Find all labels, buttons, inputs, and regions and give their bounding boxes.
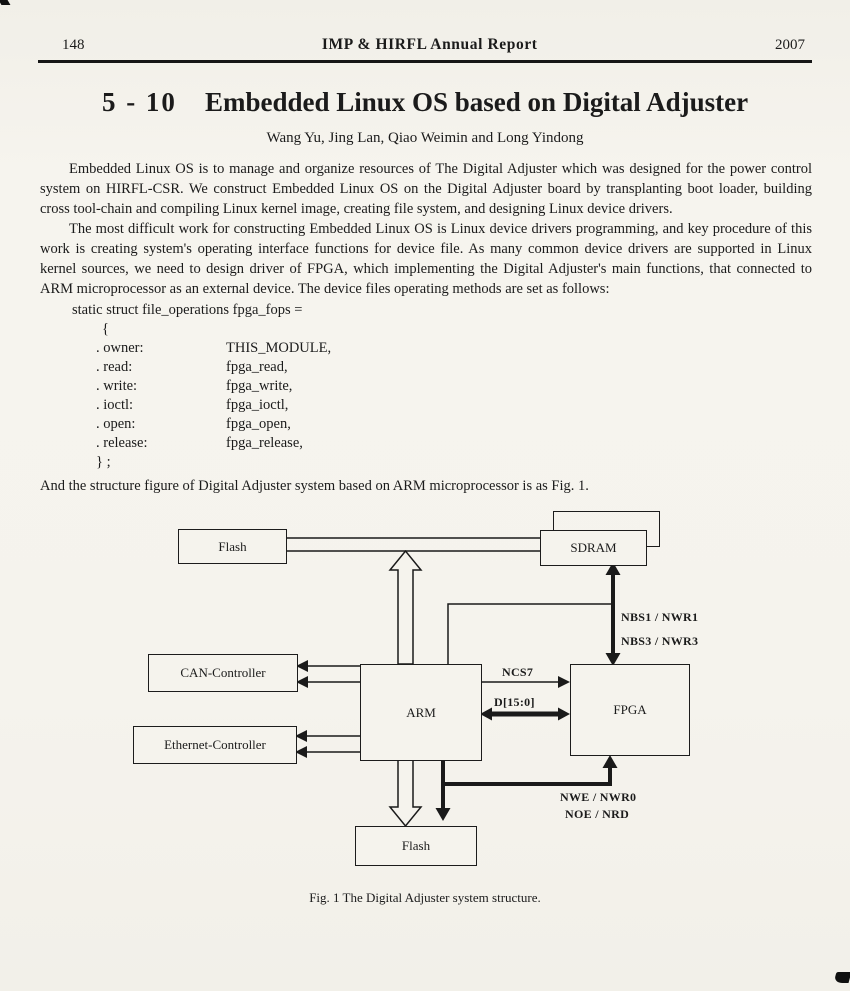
code-field: . open: (96, 416, 136, 432)
figure-caption: Fig. 1 The Digital Adjuster system struc… (309, 890, 541, 905)
authors-line: Wang Yu, Jing Lan, Qiao Weimin and Long … (266, 130, 584, 146)
signal-label-nwe-nwr0: NWE / NWR0 (560, 790, 637, 804)
arm-memory-arrow (388, 549, 423, 665)
can-controller-box: CAN-Controller (148, 654, 298, 692)
signal-label-nbs1-nwr1: NBS1 / NWR1 (621, 610, 699, 624)
code-value: fpga_ioctl, (226, 397, 289, 413)
memory-bus-lines (285, 537, 540, 552)
code-value: fpga_read, (226, 359, 288, 375)
arm-box: ARM (360, 664, 482, 761)
code-entry: . write: fpga_write, (96, 377, 812, 396)
diagram-connections (285, 537, 621, 828)
sdram-fpga-bus (605, 562, 621, 666)
page-header: 148 IMP & HIRFL Annual Report 2007 (0, 0, 850, 54)
write-read-bus (435, 755, 618, 821)
signal-label-noe-nrd: NOE / NRD (565, 807, 630, 821)
code-entry: . release: fpga_release, (96, 434, 812, 453)
sdram-box: SDRAM (540, 530, 647, 566)
code-entry: . owner: THIS_MODULE, (96, 339, 812, 358)
code-field: . write: (96, 378, 138, 394)
code-field: . ioctl: (96, 397, 134, 413)
scan-artifact (833, 972, 850, 983)
ncs7-line (480, 676, 570, 688)
page-number: 148 (62, 37, 85, 53)
paragraph-2: The most difficult work for constructing… (40, 221, 812, 297)
paragraph-after-code: And the structure figure of Digital Adju… (40, 478, 589, 494)
code-value: fpga_write, (226, 378, 293, 394)
code-entry: . open: fpga_open, (96, 415, 812, 434)
ethernet-arrows (295, 730, 360, 758)
code-field: . owner: (96, 340, 144, 356)
code-value: fpga_open, (226, 416, 291, 432)
data-bus-arrow (480, 707, 570, 721)
year: 2007 (774, 37, 805, 53)
journal-title: IMP & HIRFL Annual Report (321, 36, 538, 53)
arm-bus-link (447, 603, 613, 664)
flash-top-box: Flash (178, 529, 287, 564)
code-value: THIS_MODULE, (226, 340, 332, 356)
signal-label-ncs7: NCS7 (502, 665, 534, 679)
ethernet-controller-box: Ethernet-Controller (133, 726, 297, 764)
article-title: 5 - 10 Embedded Linux OS based on Digital… (0, 87, 850, 118)
flash-bottom-box: Flash (355, 826, 477, 866)
code-entry: . ioctl: fpga_ioctl, (96, 396, 812, 415)
header-rule (38, 60, 812, 63)
code-value: fpga_release, (226, 435, 303, 451)
code-declaration: static struct file_operations fpga_fops … (72, 302, 303, 318)
signal-label-d15-0: D[15:0] (494, 695, 535, 709)
signal-label-nbs3-nwr3: NBS3 / NWR3 (621, 634, 699, 648)
code-field: . release: (96, 435, 148, 451)
can-arrows (296, 660, 360, 688)
figure-diagram: Flash SDRAM CAN-Controller Ethernet-Cont… (0, 504, 850, 876)
fpga-box: FPGA (570, 664, 690, 756)
title-text: Embedded Linux OS based on Digital Adjus… (204, 87, 749, 117)
code-field: . read: (96, 359, 133, 375)
paragraph-1: Embedded Linux OS is to manage and organ… (40, 161, 812, 217)
arm-flash-arrow (388, 758, 423, 828)
code-entry: . read: fpga_read, (96, 358, 812, 377)
section-number: 5 - 10 (101, 87, 177, 117)
code-listing: static struct file_operations fpga_fops … (40, 301, 812, 472)
code-open-brace: { (102, 321, 109, 337)
code-close-brace: } ; (96, 454, 111, 470)
